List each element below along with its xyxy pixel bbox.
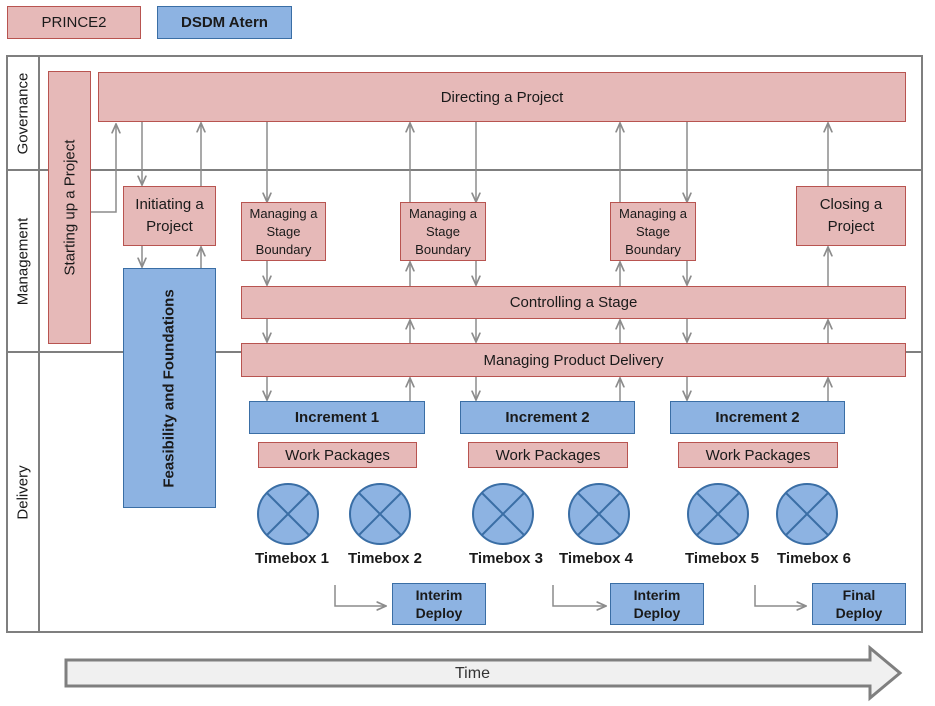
managing-stage-boundary-2: Managing a Stage Boundary	[400, 202, 486, 261]
legend-prince2: PRINCE2	[7, 6, 141, 39]
timebox-icon-2	[349, 483, 411, 545]
work-packages-3-label: Work Packages	[705, 446, 811, 464]
initiating-label: Initiating a Project	[135, 196, 204, 235]
managing-stage-boundary-1: Managing a Stage Boundary	[241, 202, 326, 261]
deploy-2-label: Interim Deploy	[633, 587, 681, 621]
closing-label: Closing a Project	[819, 196, 883, 235]
lane-label-divider	[38, 55, 40, 633]
timebox-icon-3	[472, 483, 534, 545]
timebox-label-4: Timebox 4	[559, 550, 633, 567]
legend-dsdm: DSDM Atern	[157, 6, 292, 39]
work-packages-1: Work Packages	[258, 442, 417, 468]
deploy-3-label: Final Deploy	[835, 587, 883, 621]
managing-product-delivery: Managing Product Delivery	[241, 343, 906, 377]
increment-1: Increment 1	[249, 401, 425, 434]
work-packages-3: Work Packages	[678, 442, 838, 468]
interim-deploy-2: Interim Deploy	[610, 583, 704, 625]
initiating-a-project: Initiating a Project	[123, 186, 216, 246]
directing-a-project: Directing a Project	[98, 72, 906, 122]
interim-deploy-1: Interim Deploy	[392, 583, 486, 625]
controlling-a-stage: Controlling a Stage	[241, 286, 906, 319]
managing-stage-boundary-3: Managing a Stage Boundary	[610, 202, 696, 261]
controlling-label: Controlling a Stage	[509, 294, 638, 311]
timebox-label-2: Timebox 2	[348, 550, 422, 567]
timebox-label-5: Timebox 5	[685, 550, 759, 567]
legend-prince2-label: PRINCE2	[41, 14, 107, 31]
msb1-label: Managing a Stage Boundary	[249, 205, 318, 257]
starting-up-a-project: Starting up a Project	[48, 71, 91, 344]
timebox-label-1: Timebox 1	[255, 550, 329, 567]
timebox-label-6: Timebox 6	[777, 550, 851, 567]
timebox-icon-5	[687, 483, 749, 545]
final-deploy: Final Deploy	[812, 583, 906, 625]
msb3-label: Managing a Stage Boundary	[619, 205, 687, 257]
timebox-label-3: Timebox 3	[469, 550, 543, 567]
deploy-1-label: Interim Deploy	[415, 587, 463, 621]
closing-a-project: Closing a Project	[796, 186, 906, 246]
increment-3-label: Increment 2	[715, 409, 800, 426]
time-arrow	[64, 644, 903, 702]
increment-3: Increment 2	[670, 401, 845, 434]
increment-2: Increment 2	[460, 401, 635, 434]
work-packages-2: Work Packages	[468, 442, 628, 468]
feasibility-and-foundations: Feasibility and Foundations	[123, 268, 216, 508]
timebox-icon-4	[568, 483, 630, 545]
increment-2-label: Increment 2	[505, 409, 590, 426]
timebox-icon-6	[776, 483, 838, 545]
increment-1-label: Increment 1	[294, 409, 380, 426]
msb2-label: Managing a Stage Boundary	[409, 205, 477, 257]
work-packages-1-label: Work Packages	[285, 446, 390, 464]
directing-label: Directing a Project	[440, 88, 564, 106]
timebox-icon-1	[257, 483, 319, 545]
mpd-label: Managing Product Delivery	[483, 351, 664, 369]
work-packages-2-label: Work Packages	[495, 446, 601, 464]
time-label: Time	[455, 665, 490, 682]
legend-dsdm-label: DSDM Atern	[181, 14, 268, 31]
